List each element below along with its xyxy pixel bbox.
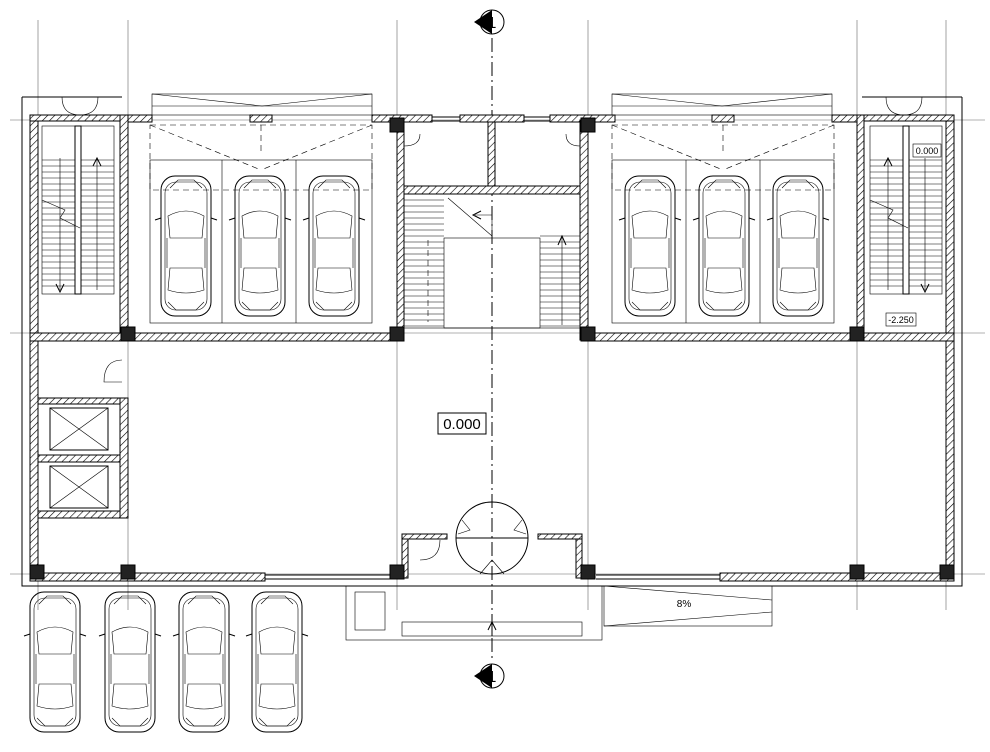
section-marker-top-label: 1 [488,15,497,32]
car-icon [98,591,162,733]
car-icon [23,591,87,733]
level-label-lower: -2.250 [888,315,914,325]
ramp-slope-label: 8% [677,599,692,610]
car-icon [618,175,682,317]
car-icon [228,175,292,317]
car-icon [766,175,830,317]
entrance-area: 8% [345,585,773,641]
right-garage [611,124,835,324]
level-label-upper: 0.000 [916,146,939,156]
main-level: 0.000 [437,412,487,435]
car-icon [245,591,309,733]
elevators [49,359,123,509]
left-staircase [41,96,115,295]
section-marker-top: 1 [474,9,505,35]
car-icon [302,175,366,317]
right-staircase: 0.000 -2.250 [869,96,943,327]
grid-axes [10,20,985,610]
main-level-label: 0.000 [443,416,481,433]
section-marker-bottom: 1 [474,663,505,689]
columns [29,117,955,580]
car-icon [172,591,236,733]
interior-walls [29,114,955,579]
section-marker-bottom-label: 1 [488,669,497,686]
left-garage [149,124,373,324]
revolving-door [419,501,529,575]
central-staircase [403,133,581,329]
car-icon [692,175,756,317]
outdoor-parking [23,591,309,733]
car-icon [154,175,218,317]
garage-openings [151,93,833,116]
